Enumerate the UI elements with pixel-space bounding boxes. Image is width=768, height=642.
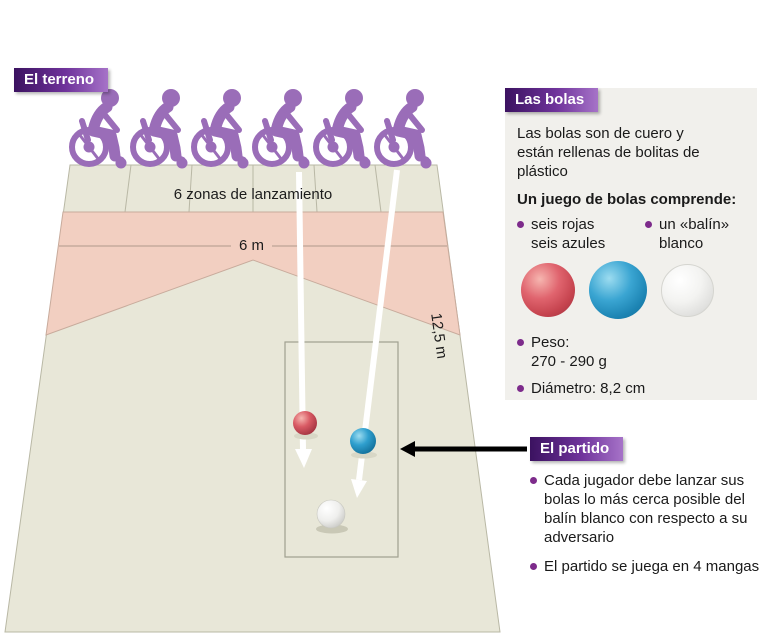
diameter-item: Diámetro: 8,2 cm: [517, 379, 745, 398]
white-ball-line2: blanco: [659, 235, 704, 253]
balls-description: Las bolas son de cuero y están rellenas …: [517, 125, 700, 181]
red-ball-icon: [521, 263, 575, 318]
match-rule-1-text: Cada jugador debe lanzar sus bolas lo má…: [544, 472, 748, 547]
match-header: El partido: [530, 437, 624, 461]
colored-balls-item: seis rojas seis azules: [517, 215, 645, 253]
wheelchair-figure-3: [194, 89, 249, 169]
weight-label: Peso:: [531, 334, 570, 352]
bullet-dot-icon: [517, 339, 524, 347]
balls-header: Las bolas: [505, 88, 599, 112]
weight-value: 270 - 290 g: [531, 353, 607, 371]
pointer-arrow: [400, 441, 527, 457]
wheelchair-figure-5: [316, 89, 371, 169]
weight-item: Peso: 270 - 290 g: [517, 333, 745, 371]
wheelchair-figure-1: [72, 89, 127, 169]
terrain-header: El terreno: [14, 68, 109, 92]
white-ball-line1: un «balín»: [659, 216, 730, 234]
throwing-zones-label: 6 zonas de lanzamiento: [173, 186, 333, 203]
balls-panel: Las bolas Las bolas son de cuero y están…: [505, 88, 757, 400]
red-ball-shadow: [294, 432, 318, 440]
balls-set-title: Un juego de bolas comprende:: [517, 191, 737, 209]
white-ball-item: un «balín» blanco: [645, 215, 729, 253]
court-white-ball: [316, 499, 346, 529]
balls-set-items: seis rojas seis azules un «balín» blanco: [517, 215, 745, 253]
bullet-dot-icon: [530, 563, 537, 571]
trajectory-arrow-red: [295, 171, 312, 468]
bullet-dot-icon: [530, 477, 537, 484]
wheelchair-figure-6: [377, 89, 432, 169]
court-red-ball: [293, 411, 317, 435]
colored-balls-line2: seis azules: [531, 235, 606, 253]
bullet-dot-icon: [517, 385, 524, 393]
white-ball-icon: [661, 263, 714, 317]
bullet-dot-icon: [645, 221, 652, 229]
court-width-label: 6 m: [231, 236, 273, 255]
match-section: El partido Cada jugador debe lanzar sus …: [530, 437, 768, 586]
match-rule-2: El partido se juega en 4 mangas: [530, 557, 768, 576]
target-rectangle: [284, 341, 399, 558]
throwing-zone-band: [45, 211, 461, 336]
diameter-value: Diámetro: 8,2 cm: [531, 380, 646, 398]
blue-ball-shadow: [351, 451, 377, 459]
blue-ball-icon: [589, 261, 647, 320]
colored-balls-line1: seis rojas: [531, 216, 595, 234]
bullet-dot-icon: [517, 221, 524, 229]
ball-samples: [521, 261, 745, 320]
court-blue-ball: [350, 428, 376, 454]
match-rule-1: Cada jugador debe lanzar sus bolas lo má…: [530, 471, 768, 547]
wheelchair-figure-4: [255, 89, 310, 169]
wheelchair-figure-2: [133, 89, 188, 169]
white-ball-shadow: [316, 524, 348, 534]
match-rule-2-text: El partido se juega en 4 mangas: [544, 558, 760, 576]
